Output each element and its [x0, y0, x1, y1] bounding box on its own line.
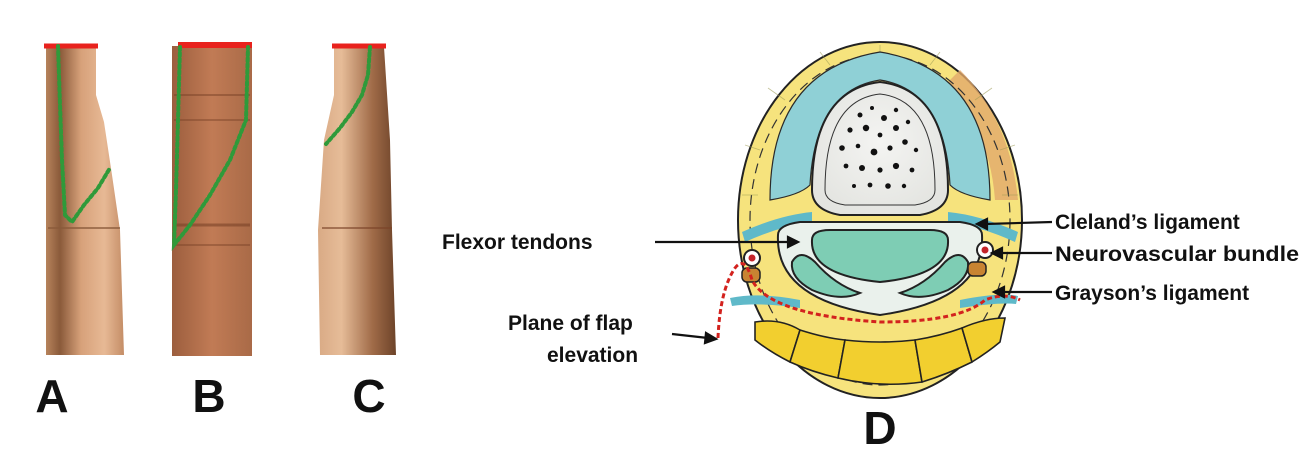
panel-letter-d: D	[863, 402, 896, 454]
label-flexor-tendons: Flexor tendons	[442, 231, 593, 254]
arrow-plane	[672, 334, 708, 338]
label-graysons-ligament: Grayson’s ligament	[1055, 282, 1249, 305]
label-clelands-ligament: Cleland’s ligament	[1055, 211, 1240, 234]
panel-c: C	[318, 46, 396, 422]
panel-letter-c: C	[352, 370, 385, 422]
panel-letter-a: A	[35, 370, 68, 422]
panel-letter-b: B	[192, 370, 225, 422]
label-plane-of-flap-line1: Plane of flap	[508, 312, 633, 335]
label-plane-of-flap-line2: elevation	[547, 344, 638, 367]
panel-d: Flexor tendons Cleland’s ligament Neurov…	[442, 42, 1299, 454]
label-neurovascular-bundle: Neurovascular bundle	[1055, 243, 1299, 266]
finger-c-skin	[318, 47, 396, 355]
panel-a: A	[35, 46, 124, 422]
finger-b-skin	[172, 46, 252, 356]
panel-b: B	[172, 45, 252, 422]
